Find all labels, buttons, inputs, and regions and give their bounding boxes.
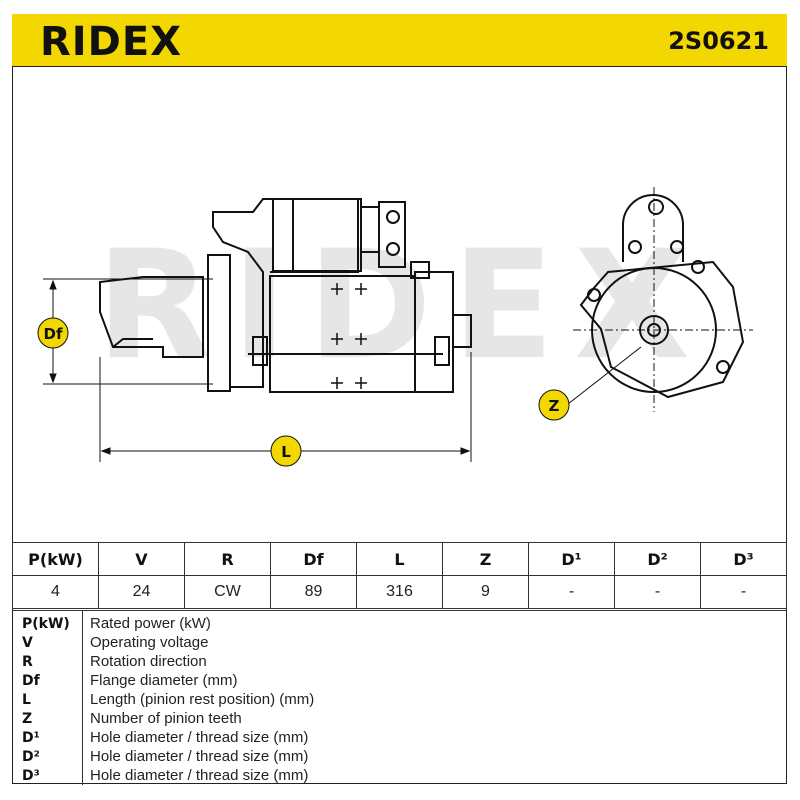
z-badge [538,389,570,421]
legend-desc: Rotation direction [90,653,207,670]
legend-key: Z [22,711,33,727]
legend-desc: Operating voltage [90,634,209,651]
legend-key: L [22,692,31,708]
l-label: L [281,443,291,461]
legend-key: D² [22,749,40,765]
legend-desc: Hole diameter / thread size (mm) [90,748,309,765]
starter-front-view [579,194,745,399]
value-d2: - [614,575,701,609]
part-number: 2S0621 [668,27,769,55]
motor-bolts [331,283,367,389]
legend-key: V [22,635,33,651]
legend-row-d3: D³ Hole diameter / thread size (mm) [12,767,787,785]
value-flange: 89 [270,575,357,609]
value-power: 4 [12,575,99,609]
legend-key: P(kW) [22,616,70,632]
legend-desc: Rated power (kW) [90,615,211,632]
header-length: L [356,542,443,576]
legend-row-power: P(kW) Rated power (kW) [12,615,787,633]
z-leader [567,346,642,405]
header-flange: Df [270,542,357,576]
spec-value-row: 4 24 CW 89 316 9 - - - [12,575,787,609]
header-teeth: Z [442,542,529,576]
legend-key: D¹ [22,730,40,746]
legend-desc: Length (pinion rest position) (mm) [90,691,315,708]
front-view-centerlines [573,187,753,412]
header-d2: D² [614,542,701,576]
l-badge [270,435,302,467]
header-rotation: R [184,542,271,576]
legend: P(kW) Rated power (kW) V Operating volta… [12,610,787,785]
legend-divider [82,611,83,785]
z-label: Z [549,397,560,415]
df-badge [37,317,69,349]
spec-table: P(kW) V R Df L Z D¹ D² D³ 4 24 CW 89 316… [12,542,787,609]
brand-logo: RIDEX [40,19,183,65]
legend-desc: Hole diameter / thread size (mm) [90,729,309,746]
starter-side-view [99,198,472,393]
spec-header-row: P(kW) V R Df L Z D¹ D² D³ [12,542,787,576]
header-d3: D³ [700,542,787,576]
legend-desc: Number of pinion teeth [90,710,242,727]
legend-row-flange: Df Flange diameter (mm) [12,672,787,690]
value-rotation: CW [184,575,271,609]
legend-desc: Hole diameter / thread size (mm) [90,767,309,784]
value-teeth: 9 [442,575,529,609]
legend-key: Df [22,673,40,689]
header-power: P(kW) [12,542,99,576]
legend-key: D³ [22,768,40,784]
value-d3: - [700,575,787,609]
legend-row-teeth: Z Number of pinion teeth [12,710,787,728]
legend-key: R [22,654,33,670]
legend-row-voltage: V Operating voltage [12,634,787,652]
value-length: 316 [356,575,443,609]
df-label: Df [44,325,63,343]
header-bar: RIDEX 2S0621 [12,14,787,67]
legend-row-length: L Length (pinion rest position) (mm) [12,691,787,709]
header-voltage: V [98,542,185,576]
legend-row-d2: D² Hole diameter / thread size (mm) [12,748,787,766]
header-d1: D¹ [528,542,615,576]
legend-row-d1: D¹ Hole diameter / thread size (mm) [12,729,787,747]
value-d1: - [528,575,615,609]
technical-drawing: RIDEX [37,187,753,467]
legend-row-rotation: R Rotation direction [12,653,787,671]
value-voltage: 24 [98,575,185,609]
legend-desc: Flange diameter (mm) [90,672,238,689]
watermark-text: RIDEX [96,219,710,393]
